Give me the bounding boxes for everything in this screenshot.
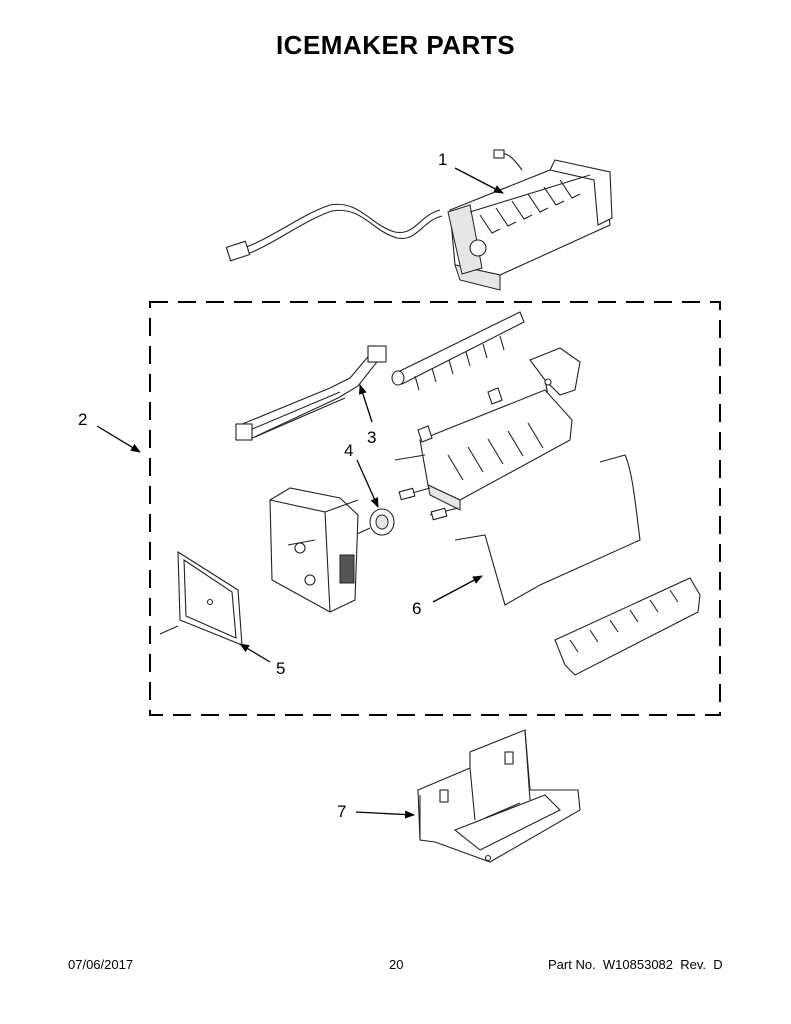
callout-3: 3 — [367, 428, 376, 447]
part-module-cover — [159, 550, 243, 646]
part-stripper-bracket — [529, 347, 581, 406]
footer-part-info: Part No. W10853082 Rev. D — [548, 957, 723, 972]
part-fill-cup — [554, 577, 701, 676]
kit-dashed-border — [149, 301, 721, 716]
callout-4: 4 — [344, 441, 353, 460]
callout-6: 6 — [412, 599, 421, 618]
callout-7: 7 — [337, 802, 346, 821]
footer-date: 07/06/2017 — [68, 957, 134, 972]
part-ejector-rake — [391, 311, 525, 391]
callout-1: 1 — [438, 150, 447, 169]
callout-5: 5 — [276, 659, 285, 678]
part-wire-harness — [235, 345, 387, 441]
page-title: ICEMAKER PARTS — [275, 30, 516, 60]
part-mounting-bracket — [417, 729, 581, 863]
part-icemaker-assembly — [225, 149, 613, 291]
callout-2: 2 — [78, 410, 87, 429]
part-icemaker-mold — [394, 387, 573, 521]
part-thermostat — [354, 508, 395, 536]
footer-page-number: 20 — [389, 957, 404, 972]
callout-leaders — [96, 167, 504, 819]
part-shutoff-arm — [454, 454, 641, 606]
part-control-module — [269, 487, 359, 613]
